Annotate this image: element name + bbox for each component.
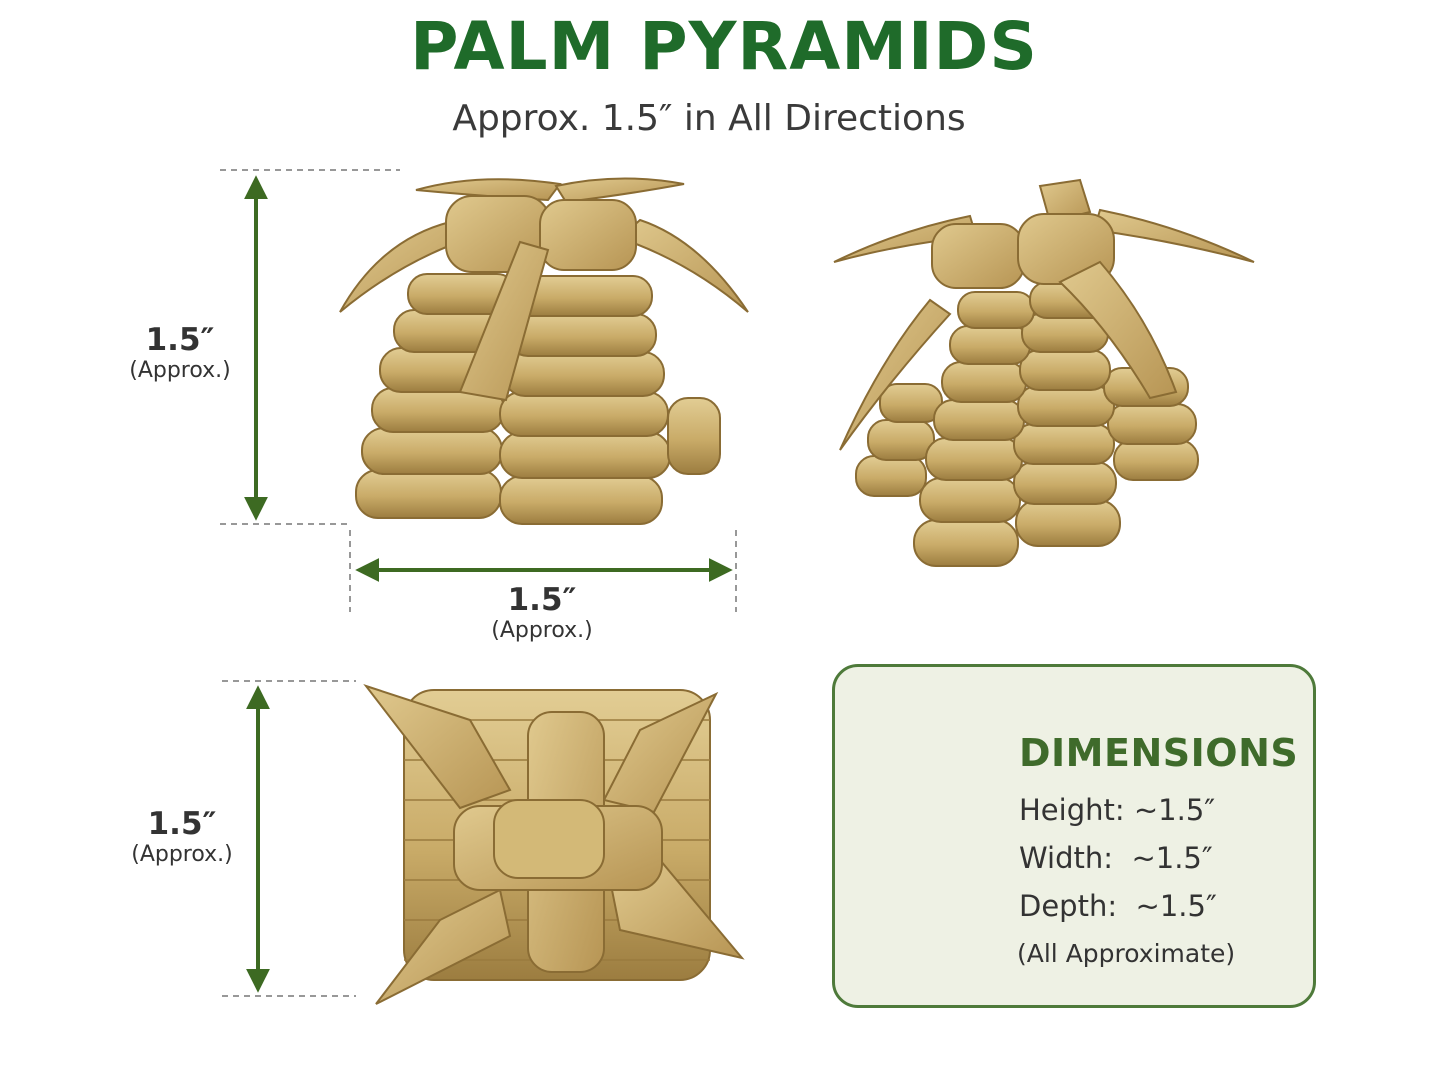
width-value: 1.5″ (507, 582, 577, 618)
height-label-top: 1.5″ (Approx.) (110, 322, 250, 384)
dimension-value-depth: ~1.5″ (1135, 889, 1217, 923)
pyramid-angled-view (833, 178, 1255, 567)
height-label-bottom: 1.5″ (Approx.) (112, 806, 252, 868)
height-note-top: (Approx.) (129, 358, 231, 383)
dimension-label-width: Width: (1019, 841, 1114, 875)
dimension-row-width: Width: ~1.5″ (1019, 841, 1213, 875)
pyramid-top-view (363, 684, 745, 1005)
height-value-bottom: 1.5″ (147, 806, 217, 842)
height-note-bottom: (Approx.) (131, 842, 233, 867)
height-guide-top (220, 169, 400, 525)
dimensions-note: (All Approximate) (1017, 939, 1236, 968)
height-value-top: 1.5″ (145, 322, 215, 358)
dimension-row-height: Height: ~1.5″ (1019, 793, 1215, 827)
dimension-row-depth: Depth: ~1.5″ (1019, 889, 1217, 923)
page-title: PALM PYRAMIDS (410, 8, 1038, 85)
dimension-value-height: ~1.5″ (1133, 793, 1216, 827)
dimensions-heading: DIMENSIONS (1019, 731, 1299, 775)
pyramid-front-view (339, 177, 749, 525)
width-label: 1.5″ (Approx.) (472, 582, 612, 644)
dimension-value-width: ~1.5″ (1131, 841, 1213, 875)
dimension-label-depth: Depth: (1019, 889, 1118, 923)
height-guide-bottom (222, 680, 356, 997)
page-subtitle: Approx. 1.5″ in All Directions (452, 98, 966, 139)
dimension-label-height: Height: (1019, 793, 1125, 827)
dimensions-card: DIMENSIONS Height: ~1.5″ Width: ~1.5″ De… (832, 664, 1316, 1008)
width-guide (349, 530, 737, 612)
width-note: (Approx.) (491, 618, 593, 643)
